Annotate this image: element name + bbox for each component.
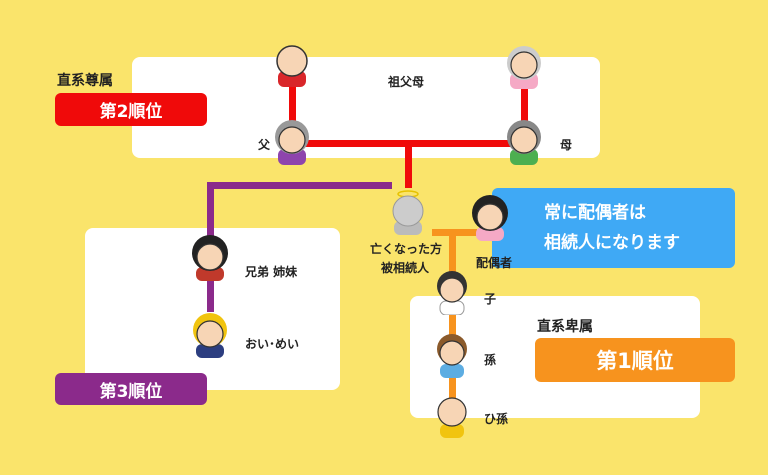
line-siblings-h — [207, 182, 392, 189]
nephews-label: おい･めい — [245, 337, 300, 351]
father-icon — [275, 120, 309, 165]
deceased-label-2: 被相続人 — [381, 261, 430, 275]
grandchild-label: 孫 — [484, 353, 497, 367]
rank2-label: 第2順位 — [55, 93, 207, 126]
grandfather-icon — [276, 45, 308, 87]
sibling-icon — [192, 235, 228, 281]
nephew-niece-icon — [193, 313, 227, 358]
grandchild-icon — [437, 334, 467, 378]
rank3-label: 第3順位 — [55, 373, 207, 405]
deceased-icon — [392, 190, 424, 235]
line-grandmother-mother — [521, 88, 528, 123]
grandmother-icon — [507, 46, 541, 89]
spouse-note: 常に配偶者は 相続人になります — [492, 188, 735, 268]
line-grandfather-father — [289, 85, 296, 125]
mother-label: 母 — [560, 138, 573, 152]
rank1-label: 第1順位 — [535, 338, 735, 382]
spouse-icon — [472, 195, 508, 241]
great-grandchild-icon — [437, 397, 467, 438]
spouse-label: 配偶者 — [476, 256, 513, 270]
great-grandchild-label: ひ孫 — [484, 412, 509, 426]
child-label: 子 — [484, 292, 497, 306]
mother-icon — [507, 120, 541, 165]
line-parents-deceased — [405, 140, 412, 188]
spouse-note-line1: 常に配偶者は — [544, 203, 646, 223]
father-label: 父 — [258, 138, 271, 152]
rank1-group: 直系卑属 — [537, 319, 593, 335]
deceased-label-1: 亡くなった方 — [370, 242, 443, 256]
spouse-note-line2: 相続人になります — [544, 233, 680, 253]
grandparents-label: 祖父母 — [388, 75, 425, 89]
child-icon — [437, 271, 467, 315]
siblings-label: 兄弟 姉妹 — [245, 265, 298, 279]
rank2-group: 直系尊属 — [57, 73, 113, 89]
line-descendants — [449, 229, 456, 419]
